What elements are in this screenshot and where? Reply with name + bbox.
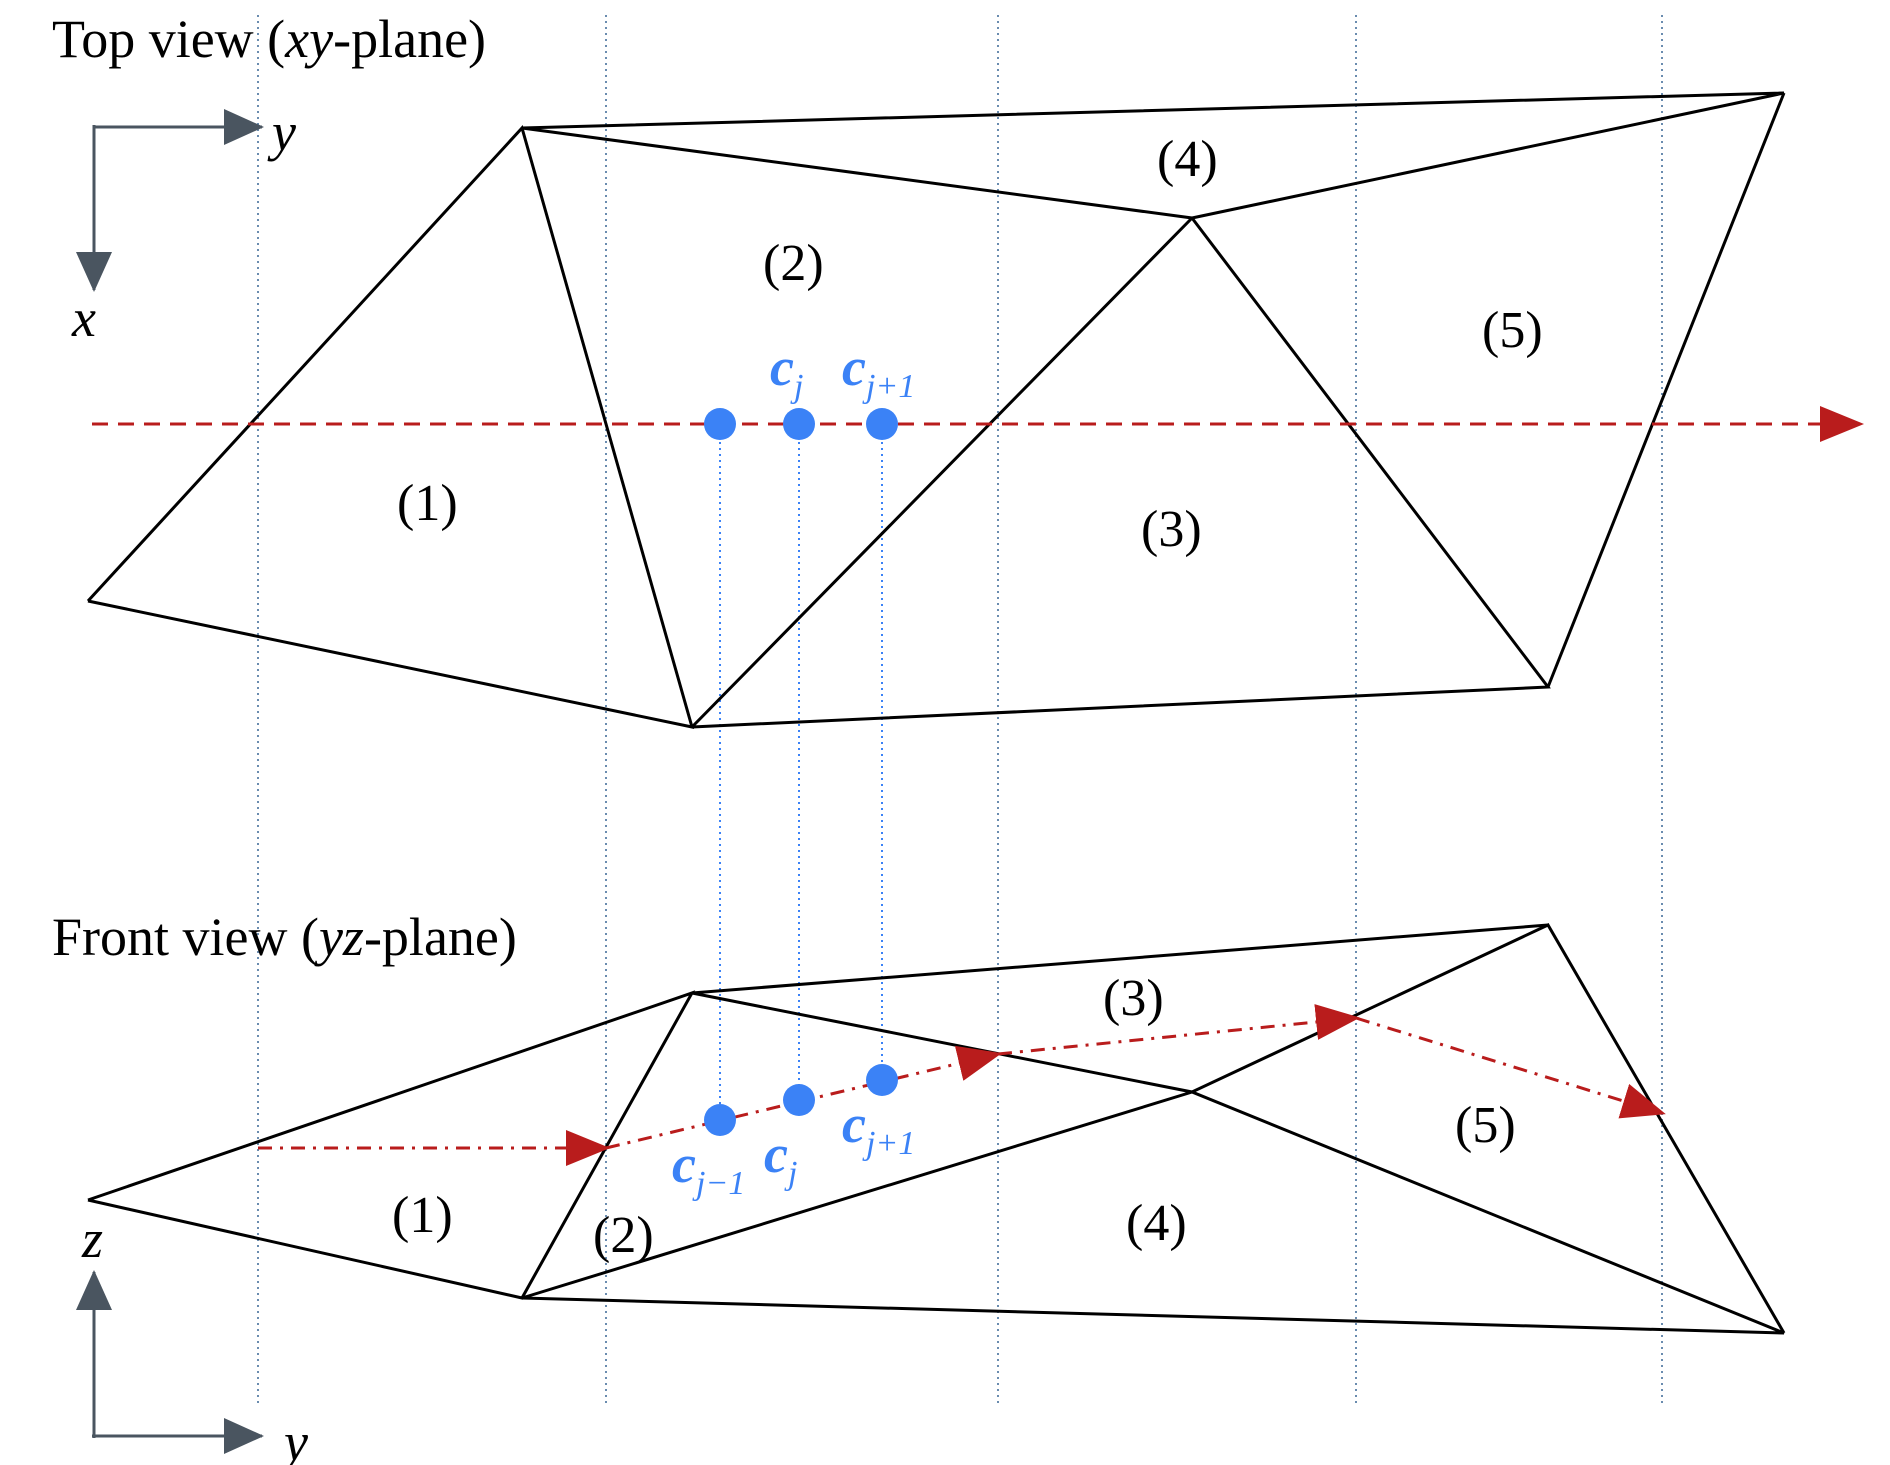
front-view-title: Front view (yz-plane)	[52, 907, 517, 967]
top-axis-y-label: y	[267, 102, 296, 162]
top-mesh-edge	[521, 91, 1785, 220]
top-region-3: (3)	[1141, 501, 1202, 558]
front-label-c-curr: cj	[764, 1124, 797, 1192]
top-mesh-edge	[521, 126, 1196, 729]
front-point-c-next	[866, 1064, 898, 1096]
top-point-c-next	[866, 408, 898, 440]
front-label-c-prev: cj−1	[672, 1134, 745, 1202]
front-point-c-prev	[704, 1104, 736, 1136]
top-view: Top view (xy-plane) y x (1) (2) (3) (4) …	[52, 9, 1864, 729]
top-mesh-edge	[1546, 92, 1786, 688]
front-region-5: (5)	[1455, 1097, 1516, 1154]
front-point-c-curr	[783, 1084, 815, 1116]
front-ray-segment	[1355, 1016, 1666, 1119]
top-mesh	[86, 91, 1786, 729]
top-region-2: (2)	[763, 235, 824, 292]
front-axes: z y	[76, 1209, 308, 1465]
top-region-4: (4)	[1157, 131, 1218, 188]
top-point-c-curr	[783, 408, 815, 440]
front-mesh-edge	[691, 923, 1549, 995]
top-axes: y x	[71, 102, 296, 348]
grid-lines	[257, 15, 1663, 1405]
top-view-title: Top view (xy-plane)	[52, 9, 486, 69]
front-axis-z-label: z	[81, 1209, 103, 1269]
top-region-1: (1)	[397, 475, 458, 532]
front-label-c-next: cj+1	[842, 1094, 915, 1162]
top-label-c-curr: cj	[770, 337, 803, 405]
front-region-2: (2)	[593, 1207, 654, 1264]
front-axis-y-label: y	[279, 1412, 308, 1465]
front-ray-segment	[997, 1004, 1360, 1056]
front-mesh	[87, 923, 1786, 1335]
top-point-c-prev	[704, 408, 736, 440]
front-ray-path	[258, 1004, 1666, 1166]
top-mesh-edge	[86, 125, 695, 729]
top-mesh-edge	[691, 217, 1551, 729]
top-axis-x-label: x	[71, 288, 96, 348]
top-region-5: (5)	[1482, 302, 1543, 359]
front-region-4: (4)	[1126, 1195, 1187, 1252]
top-label-c-next: cj+1	[842, 337, 915, 405]
front-region-3: (3)	[1103, 970, 1164, 1027]
front-view: Front view (yz-plane) z y (1) (2) (3) (4…	[52, 907, 1786, 1465]
front-region-1: (1)	[392, 1187, 453, 1244]
